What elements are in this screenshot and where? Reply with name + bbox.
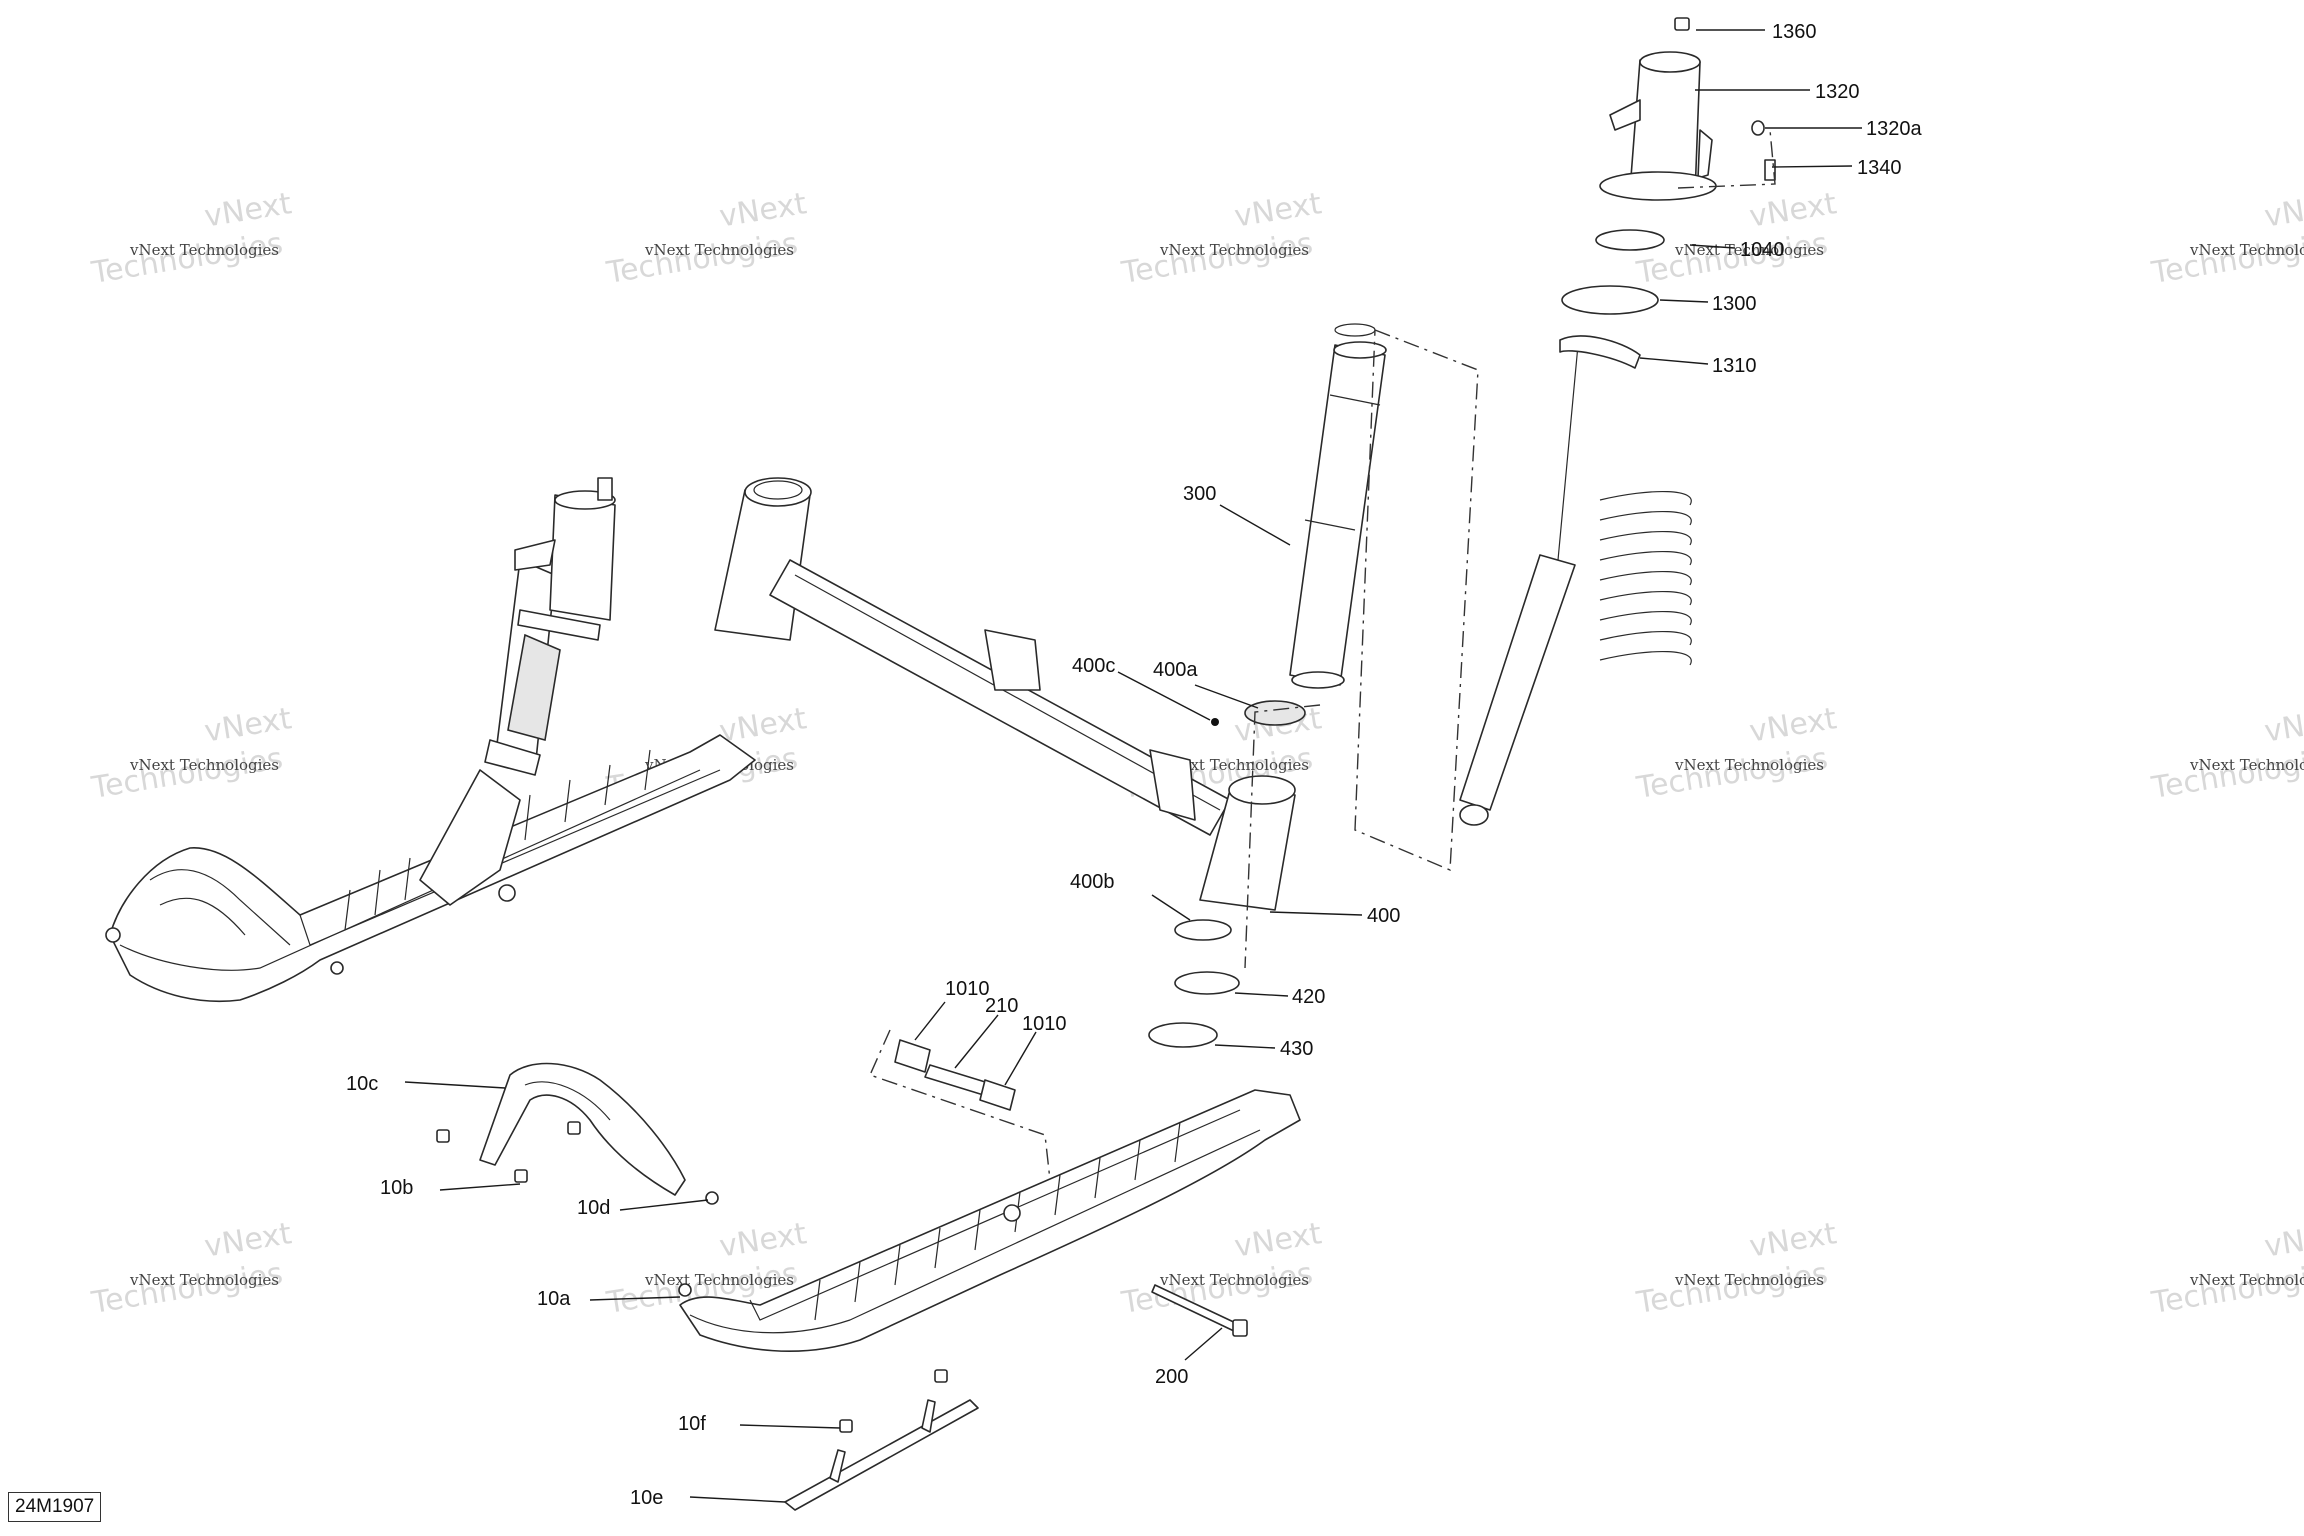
watermark-caption: vNext Technologies [1159, 1271, 1309, 1289]
callout-1300: 1300 [1712, 293, 1757, 315]
watermark-caption: vNext Technologies [644, 1271, 794, 1289]
callout-1010-right: 1010 [1022, 1013, 1067, 1035]
watermark-caption: vNext Technologies [129, 241, 279, 259]
callout-10a: 10a [537, 1288, 571, 1310]
callout-400: 400 [1367, 905, 1400, 927]
watermark-line1: vNext [1232, 186, 1324, 234]
callout-210: 210 [985, 995, 1018, 1017]
callout-1010-left: 1010 [945, 978, 990, 1000]
left-ski-assembly [105, 477, 756, 1003]
diagram-reference-code: 24M1907 [8, 1492, 102, 1522]
callout-1340: 1340 [1857, 157, 1902, 179]
callout-1320: 1320 [1815, 81, 1860, 103]
callout-10b: 10b [380, 1177, 413, 1199]
callout-200: 200 [1155, 1366, 1188, 1388]
watermark-line1: vNext [202, 1216, 294, 1264]
watermark-line1: vNext [1232, 1216, 1324, 1264]
callout-420: 420 [1292, 986, 1325, 1008]
watermark-line1: vNext [2262, 1216, 2304, 1264]
watermark-line1: vNext [1747, 186, 1839, 234]
watermark-caption: vNext Technologies [1674, 756, 1824, 774]
watermark-caption: vNext Technologies [129, 1271, 279, 1289]
watermark-caption: vNext Technologies [2189, 241, 2304, 259]
axle-frame-assembly [714, 323, 1479, 1181]
watermark-line1: vNext [1747, 701, 1839, 749]
callout-10e: 10e [630, 1487, 663, 1509]
right-ski-assembly [678, 1039, 1301, 1511]
callout-400a: 400a [1153, 659, 1198, 681]
watermark-line1: vNext [2262, 186, 2304, 234]
watermark-caption: vNext Technologies [1159, 241, 1309, 259]
callout-10c: 10c [346, 1073, 378, 1095]
callout-labels: 1360 1320 1320a 1340 1040 1300 1310 300 … [346, 21, 1922, 1509]
watermark-line1: vNext [1747, 1216, 1839, 1264]
watermark-caption: vNext Technologies [2189, 1271, 2304, 1289]
callout-430: 430 [1280, 1038, 1313, 1060]
watermark-caption: vNext Technologies [1674, 1271, 1824, 1289]
watermark-line1: vNext [717, 186, 809, 234]
watermark-caption: vNext Technologies [2189, 756, 2304, 774]
watermark-caption: vNext Technologies [129, 756, 279, 774]
callout-10f: 10f [678, 1413, 706, 1435]
leader-lines [404, 29, 1862, 1503]
watermark-caption: vNext Technologies [644, 241, 794, 259]
watermark-caption: vNext Technologies [1159, 756, 1309, 774]
ski-handle-assembly [436, 1062, 719, 1205]
callout-10d: 10d [577, 1197, 610, 1219]
watermark-line1: vNext [202, 186, 294, 234]
callout-400b: 400b [1070, 871, 1115, 893]
callout-300: 300 [1183, 483, 1216, 505]
watermark-line1: vNext [2262, 701, 2304, 749]
callout-1360: 1360 [1772, 21, 1817, 43]
watermark-line1: vNext [717, 1216, 809, 1264]
watermark-caption: vNext Technologies [1674, 241, 1824, 259]
callout-1320a: 1320a [1866, 118, 1922, 140]
callout-400c: 400c [1072, 655, 1115, 677]
shock-absorber-assembly [1459, 17, 1776, 826]
watermark-line1: vNext [202, 701, 294, 749]
callout-1310: 1310 [1712, 355, 1757, 377]
callout-1040: 1040 [1740, 239, 1785, 261]
